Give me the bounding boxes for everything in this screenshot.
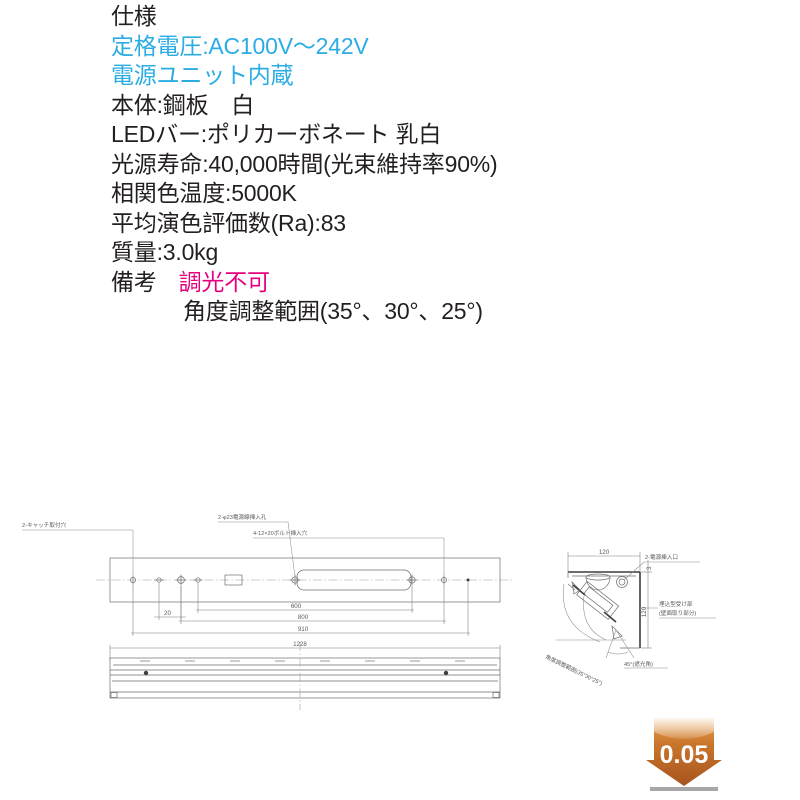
section-dimension-width-label: 120 — [599, 549, 610, 556]
spec-line-color-temperature: 相関色温度:5000K — [111, 180, 297, 206]
callout-power-inlet-label: 2-φ23電源線挿入孔 — [218, 513, 267, 521]
dimension-800-label: 800 — [298, 614, 309, 621]
dimension-600: 600 — [196, 582, 414, 613]
dimension-1228-label: 1228 — [293, 641, 307, 648]
spec-line-body-material: 本体:鋼板 白 — [111, 91, 254, 118]
callout-angle-range: 角度調整範囲(35°30°25°) — [544, 653, 604, 688]
callout-shield-angle: 45°(遮光角) — [624, 660, 668, 669]
callout-mounting-type-label: 埋込型受け部 — [659, 600, 693, 608]
badge-value: 0.05 — [660, 741, 709, 769]
section-dimension-width: 120 — [567, 549, 641, 572]
technical-drawing: .ln { stroke:#6e6e6e; stroke-width:0.7; … — [0, 500, 800, 715]
callout-angle-range-label: 角度調整範囲(35°30°25°) — [544, 653, 604, 688]
callout-power-inlet-section-label: 2-電源挿入口 — [645, 553, 678, 561]
callout-mounting-note-label: (壁面取り部分) — [659, 609, 696, 617]
spec-line-source-life: 光源寿命:40,000時間(光束維持率90%) — [111, 150, 498, 177]
spec-remark-label: 備考 — [111, 268, 157, 295]
callout-power-inlet-section: 2-電源挿入口 — [623, 553, 700, 581]
section-tilted-bar — [567, 580, 623, 640]
callout-power-inlet: 2-φ23電源線挿入孔 — [218, 513, 296, 578]
energy-rating-badge: 0.05 — [646, 712, 722, 792]
callout-hanger-hole: 2-キャッチ取付穴 — [22, 521, 134, 577]
spec-line-color-rendering: 平均演色評価数(Ra):83 — [111, 209, 346, 236]
callout-shield-angle-label: 45°(遮光角) — [624, 660, 653, 668]
dimension-910: 910 — [131, 582, 470, 636]
spec-remark-sub-value: 角度調整範囲(35°、30°、25°) — [183, 298, 483, 324]
spec-remark-value: 調光不可 — [178, 268, 270, 295]
callout-bolt-hole-label: 4-12×20ボルト挿入穴 — [253, 529, 308, 537]
plan-view: 2-キャッチ取付穴 2-φ23電源線挿入孔 4-12×20ボルト挿入穴 20 6… — [22, 513, 514, 636]
spec-heading: 仕様 — [111, 3, 157, 29]
elevation-view: 1228 — [109, 641, 501, 710]
spec-line-power-unit: 電源ユニット内蔵 — [111, 62, 294, 88]
badge-gloss — [654, 718, 714, 739]
spec-line-rated-voltage: 定格電圧:AC100V〜242V — [111, 32, 369, 59]
section-dimension-thickness-label: 3 — [646, 566, 653, 570]
section-dimension-height: 120 — [641, 571, 652, 649]
section-dimension-height-label: 120 — [641, 606, 648, 617]
dimension-800: 800 — [179, 584, 446, 624]
callout-bolt-hole: 4-12×20ボルト挿入穴 — [253, 529, 445, 577]
dimension-910-label: 910 — [298, 626, 309, 633]
spec-remark-row: 備考 調光不可 — [111, 268, 671, 298]
section-view: 120 3 120 — [544, 549, 716, 687]
callout-hanger-hole-label: 2-キャッチ取付穴 — [22, 521, 67, 529]
callout-mounting-type: 埋込型受け部 (壁面取り部分) — [640, 600, 716, 619]
dimension-1228: 1228 — [109, 641, 501, 660]
spec-line-led-bar: LEDバー:ポリカーボネート 乳白 — [111, 121, 442, 147]
dimension-600-label: 600 — [291, 603, 302, 610]
plan-hole-markers — [130, 574, 470, 586]
spec-line-weight: 質量:3.0kg — [111, 239, 219, 265]
specification-block: 仕様 定格電圧:AC100V〜242V 電源ユニット内蔵 本体:鋼板 白 LED… — [111, 2, 671, 327]
badge-shadow — [650, 787, 718, 791]
dimension-20-label: 20 — [164, 610, 171, 617]
